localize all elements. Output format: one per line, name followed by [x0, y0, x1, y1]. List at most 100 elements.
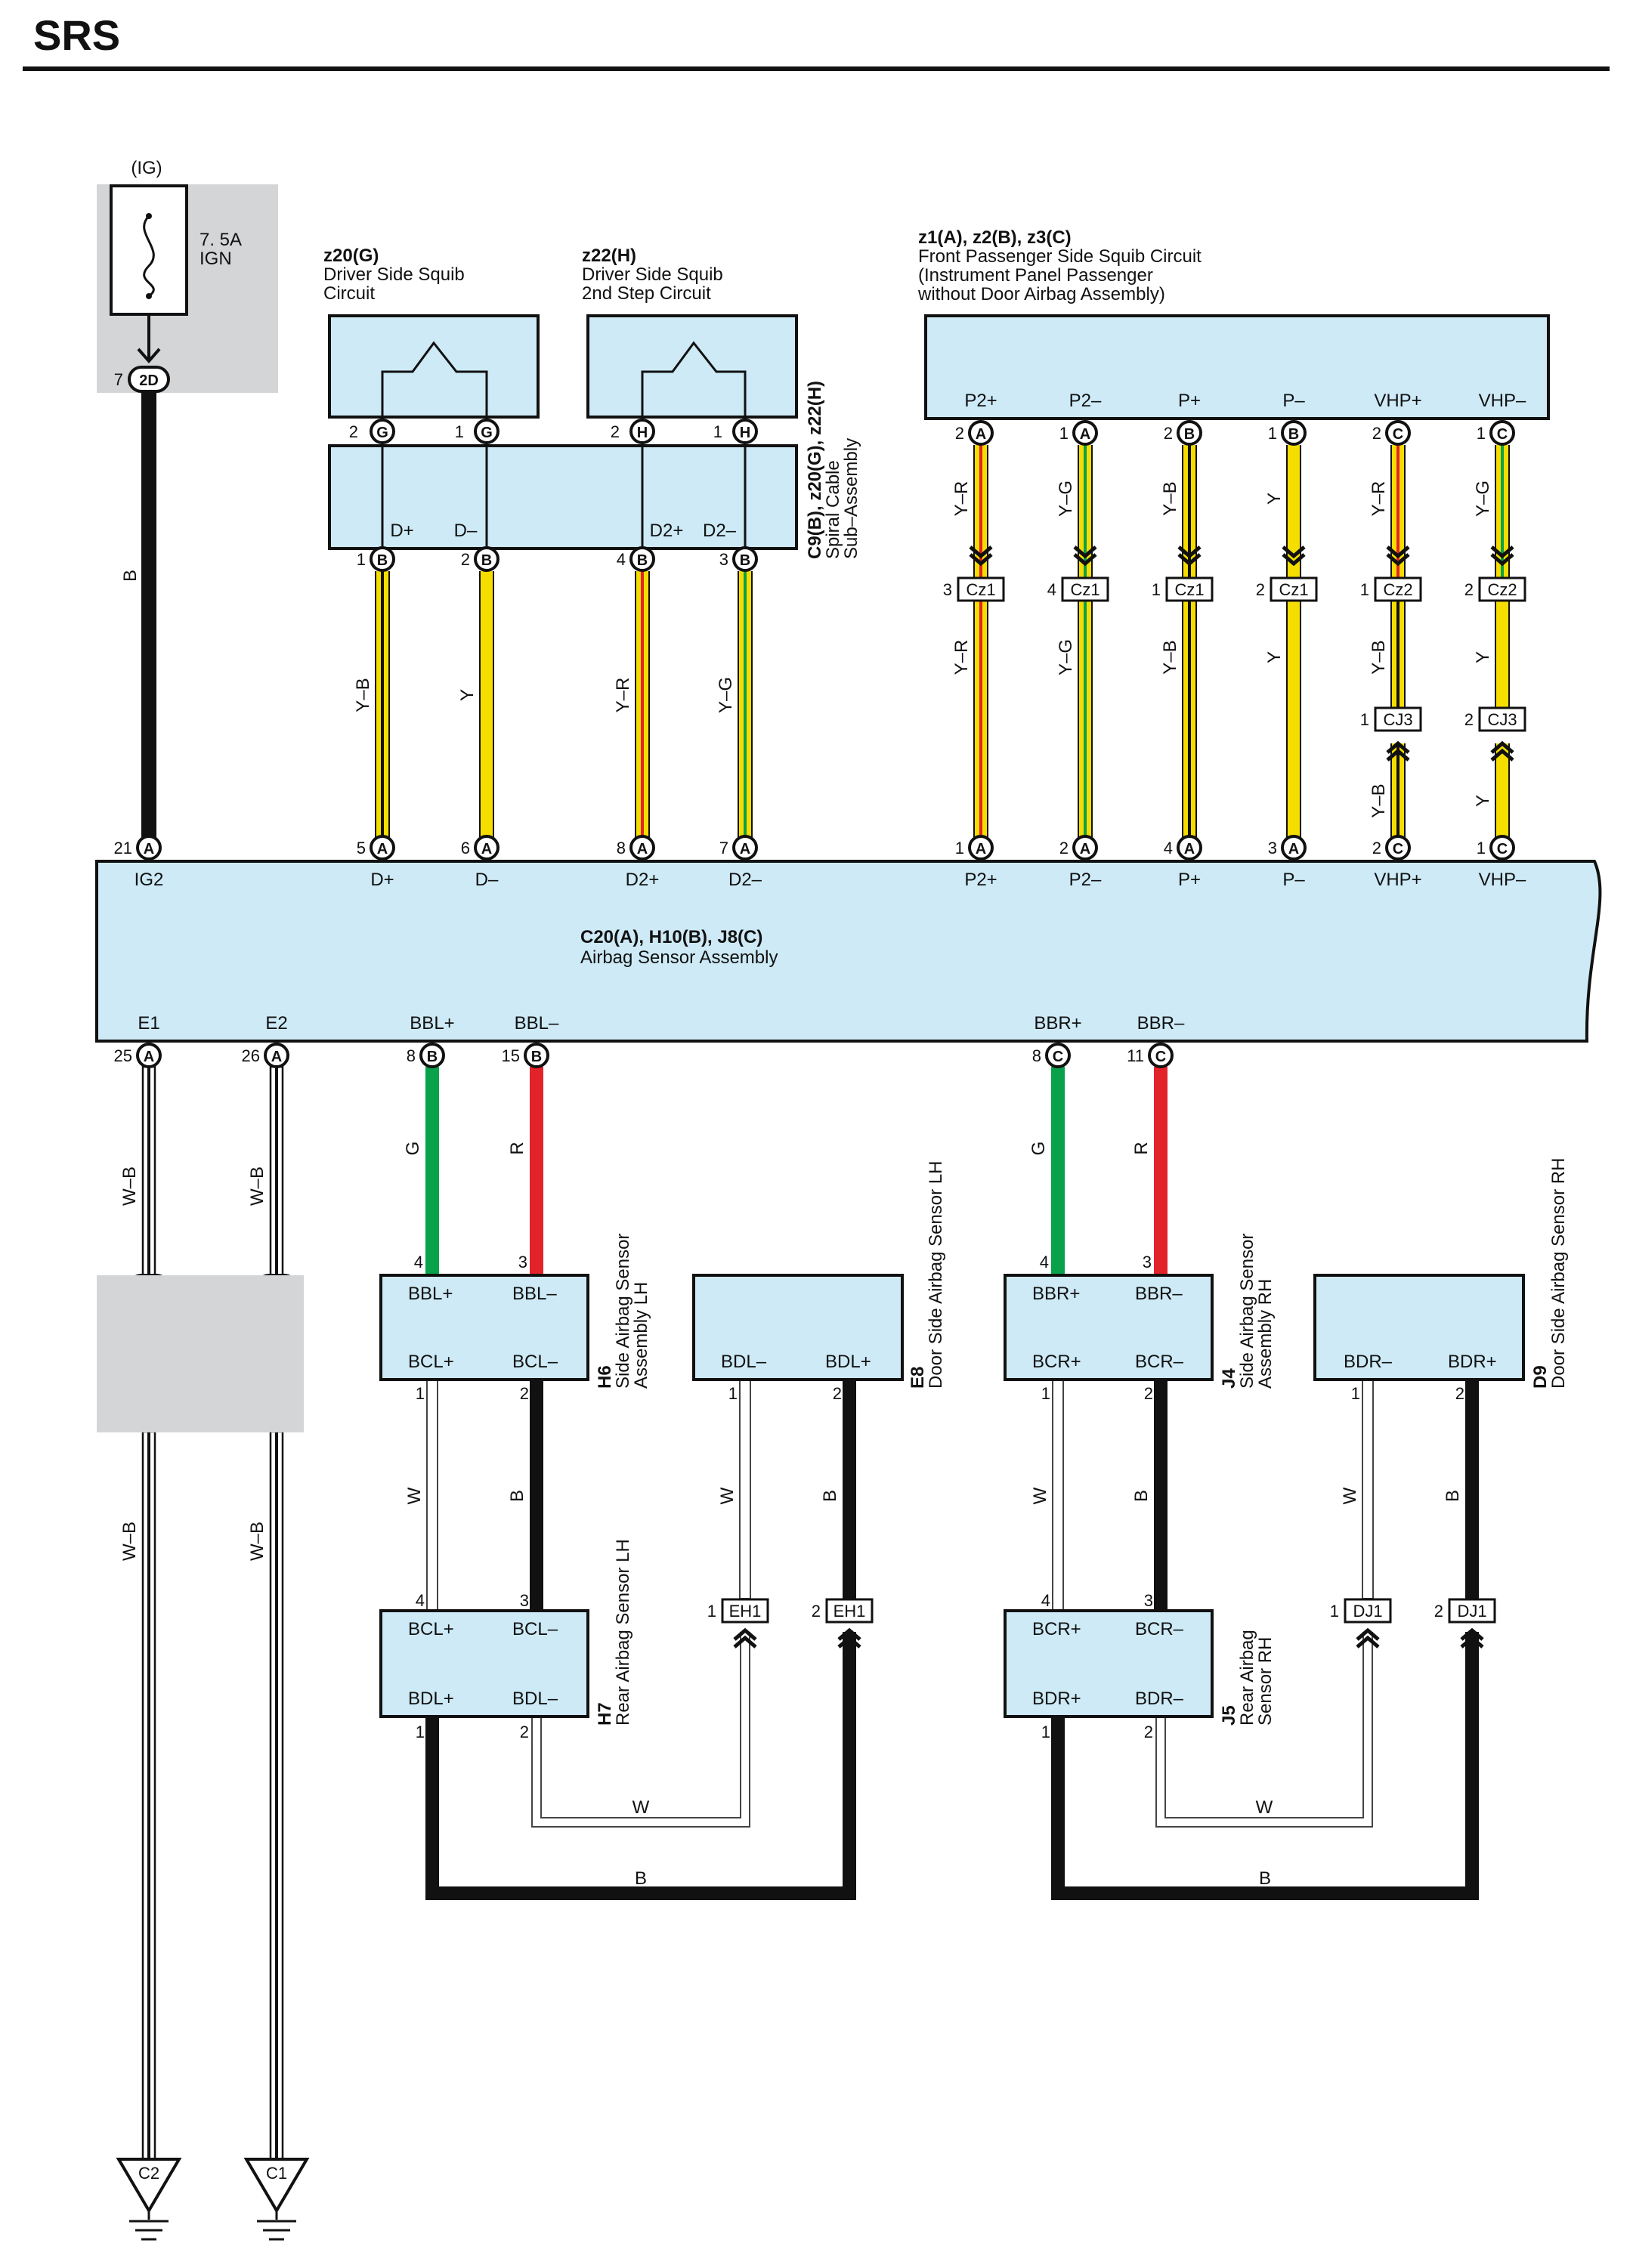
junction-label: CJ3 [1383, 710, 1412, 729]
svg-text:J5: J5 [1219, 1705, 1239, 1726]
pin-letter: B [481, 552, 492, 569]
wire-color-label: Y [457, 689, 478, 701]
svg-text:z1(A), z2(B), z3(C): z1(A), z2(B), z3(C) [918, 227, 1072, 248]
pin-circle [474, 546, 499, 572]
svg-text:Driver Side Squib: Driver Side Squib [582, 264, 723, 285]
wire [1465, 1380, 1479, 1599]
labels-layer: IG2Y–BD+YD–Y–RD2+Y–GD2–P2+Y–RY–RP2+P2–Y–… [119, 391, 1526, 1889]
z22-squib: z22(H) Driver Side Squib 2nd Step Circui… [582, 246, 798, 423]
svg-text:C9(B), z20(G), z22(H): C9(B), z20(G), z22(H) [805, 381, 825, 559]
svg-text:Driver Side Squib: Driver Side Squib [323, 264, 465, 285]
wire-ig2-b [141, 393, 156, 837]
fuse-rating: 7. 5A [199, 230, 242, 250]
svg-text:H: H [740, 425, 750, 441]
label: D– [475, 870, 499, 890]
label: 2 [833, 1384, 842, 1403]
squib-icon [381, 341, 488, 423]
label: D2+ [626, 870, 660, 890]
wire-white [1052, 1379, 1064, 1611]
pin-circle [1177, 420, 1202, 446]
wire-color-label: W [1256, 1797, 1273, 1818]
wire-color-label: B [635, 1868, 647, 1889]
wire-color-label: W–B [119, 1166, 140, 1206]
pin-number: 1 [1330, 1602, 1339, 1621]
squib-icon [641, 341, 747, 423]
label: BBL+ [410, 1013, 454, 1034]
pin-number: 7 [719, 839, 728, 857]
pin-circle [629, 835, 655, 861]
j5-rear-airbag-sensor-rh: BCR+ BCR– BDR+ BDR– J5 Rear Airbag Senso… [1004, 1609, 1276, 1726]
svg-text:BCR+: BCR+ [1032, 1352, 1081, 1372]
label: IG2 [135, 870, 164, 890]
pin-letter: A [976, 426, 986, 443]
label: P2– [1069, 391, 1102, 411]
svg-text:D+: D+ [390, 521, 413, 541]
wire [530, 1380, 543, 1611]
pin-letter: A [377, 841, 388, 857]
pin-number: 1 [955, 839, 964, 857]
svg-text:E8: E8 [908, 1367, 928, 1389]
svg-text:BBR–: BBR– [1135, 1284, 1183, 1304]
pin-number: 8 [1032, 1046, 1041, 1065]
svg-text:Rear Airbag Sensor LH: Rear Airbag Sensor LH [613, 1539, 633, 1726]
pin-number: 2 [1434, 1602, 1443, 1621]
j4-side-airbag-sensor-rh: BBR+ BBR– BCR+ BCR– J4 Side Airbag Senso… [1004, 1234, 1276, 1389]
wire-color-label: W–B [247, 1166, 268, 1206]
label: 1 [1351, 1384, 1360, 1403]
svg-text:BDR+: BDR+ [1032, 1689, 1081, 1709]
svg-text:C20(A), H10(B), J8(C): C20(A), H10(B), J8(C) [580, 927, 762, 947]
svg-text:Side Airbag Sensor: Side Airbag Sensor [1237, 1234, 1257, 1389]
label: 4 [1041, 1591, 1050, 1610]
junction-box [1061, 576, 1109, 602]
label: E2 [265, 1013, 287, 1034]
junction-box [1374, 706, 1422, 732]
label: P+ [1178, 870, 1201, 890]
chevron-down-icon [1177, 545, 1202, 567]
pin-letter: C [1393, 426, 1403, 443]
pin-number: 3 [943, 580, 952, 599]
wire [1288, 445, 1300, 579]
svg-text:Rear Airbag: Rear Airbag [1237, 1630, 1257, 1726]
pin-number: 2 [1256, 580, 1265, 599]
svg-text:Sensor RH: Sensor RH [1255, 1637, 1276, 1726]
junction-label: Cz1 [1070, 580, 1099, 599]
pin-letter: C [1053, 1049, 1063, 1065]
fuse-arrow-icon [137, 348, 161, 364]
pin-number: 25 [114, 1046, 132, 1065]
svg-text:Circuit: Circuit [323, 283, 375, 304]
svg-text:2nd Step Circuit: 2nd Step Circuit [582, 283, 711, 304]
label: 2 [1455, 1384, 1464, 1403]
wire-stripe [1396, 601, 1399, 710]
ground-label: C2 [138, 2164, 159, 2183]
junction-box [825, 1598, 874, 1624]
label: 1 [416, 1384, 425, 1403]
label: P– [1282, 391, 1305, 411]
svg-text:D2+: D2+ [650, 521, 684, 541]
label: 3 [520, 1591, 529, 1610]
pin-number: 1 [1268, 424, 1277, 443]
ground-conn-shade [97, 1275, 304, 1432]
chevron-down-icon [1282, 545, 1306, 567]
wire-wb-stripe [147, 1067, 150, 1275]
wire-color-label: Y [1473, 651, 1493, 663]
pin-circle [1072, 420, 1098, 446]
label: P– [1282, 870, 1305, 890]
fuse-box [110, 184, 188, 316]
pin-number: 4 [617, 550, 626, 569]
chevron-up-icon [1460, 1627, 1484, 1648]
pin-letter: A [1288, 841, 1299, 857]
junction-label: CJ3 [1487, 710, 1517, 729]
svg-text:BDR–: BDR– [1135, 1689, 1184, 1709]
wire-stripe [381, 571, 384, 837]
svg-text:D9: D9 [1530, 1365, 1551, 1389]
pin-number: 2 [1059, 839, 1069, 857]
label: D+ [370, 870, 394, 890]
pin-number: 1 [357, 550, 366, 569]
pin-number: 4 [1047, 580, 1056, 599]
label: P2+ [964, 391, 997, 411]
pin-letter: A [144, 1049, 154, 1065]
wire-wb-stripe [147, 1432, 150, 2159]
pin-letter: C [1497, 841, 1508, 857]
